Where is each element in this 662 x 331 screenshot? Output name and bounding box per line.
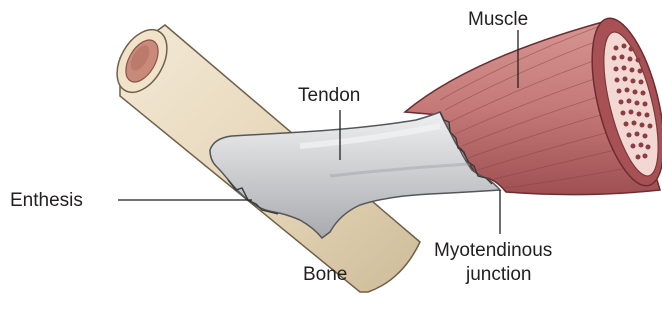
label-muscle: Muscle [468,9,528,30]
label-myotendinous: Myotendinous [434,240,552,261]
label-tendon: Tendon [298,85,360,106]
label-junction: junction [465,264,532,285]
label-enthesis: Enthesis [10,190,83,211]
label-bone: Bone [303,264,347,285]
